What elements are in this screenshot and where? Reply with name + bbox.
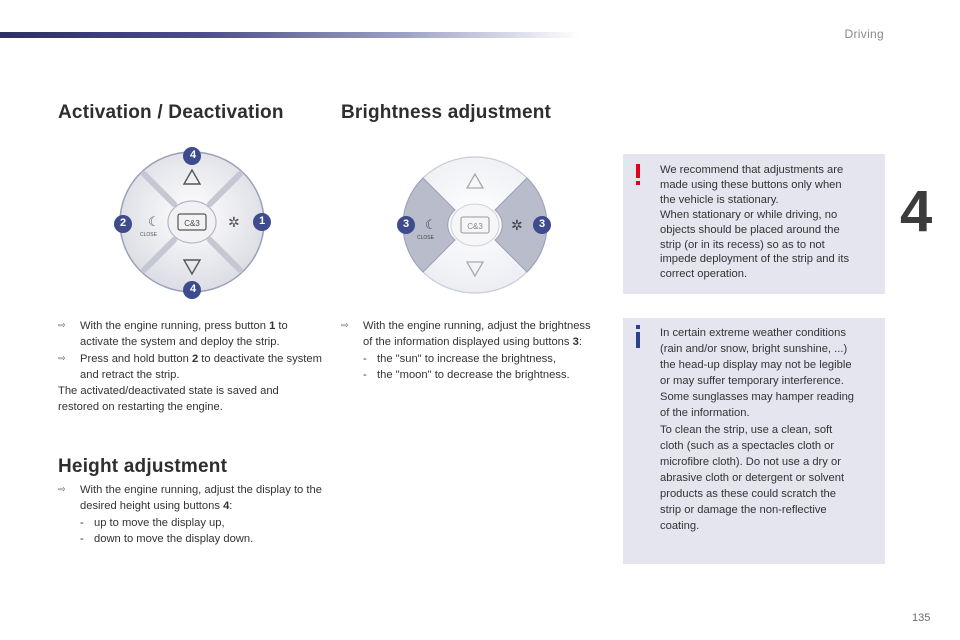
chapter-header-bar — [0, 32, 580, 38]
svg-text:✲: ✲ — [228, 215, 240, 231]
chapter-number: 4 — [900, 179, 933, 244]
chapter-name: Driving — [844, 27, 884, 41]
height-item-down: -down to move the display down. — [80, 532, 254, 545]
svg-text:☾: ☾ — [148, 215, 160, 230]
warning-icon — [636, 164, 640, 185]
height-item-up: -up to move the display up, — [80, 516, 225, 529]
svg-text:C&3: C&3 — [467, 222, 483, 231]
brightness-badge-left: 3 — [402, 218, 410, 230]
info-note-box — [623, 318, 885, 564]
warning-note-box — [623, 154, 885, 294]
svg-text:✲: ✲ — [511, 218, 523, 234]
activation-title: Activation / Deactivation — [58, 102, 284, 123]
activation-control-pad: C&3 ☾ CLOSE ✲ — [110, 142, 280, 302]
height-title: Height adjustment — [58, 456, 228, 477]
height-step: ⇨ With the engine running, adjust the di… — [58, 484, 322, 513]
svg-text:CLOSE: CLOSE — [140, 232, 158, 238]
activation-badge-bottom: 4 — [189, 283, 197, 295]
info-icon — [636, 325, 640, 348]
page-number: 135 — [912, 612, 931, 624]
height-instructions: ⇨ With the engine running, adjust the di… — [58, 482, 322, 547]
svg-text:☾: ☾ — [425, 218, 437, 233]
brightness-instructions: ⇨ With the engine running, adjust the br… — [341, 318, 601, 383]
svg-text:CLOSE: CLOSE — [417, 235, 435, 241]
activation-state-note: The activated/deactivated state is saved… — [58, 385, 279, 414]
brightness-item-sun: -the "sun" to increase the brightness, — [363, 352, 556, 365]
brightness-item-moon: -the "moon" to decrease the brightness. — [363, 368, 570, 381]
activation-step-2: ⇨ Press and hold button 2 to deactivate … — [58, 352, 322, 381]
brightness-control-pad: C&3 ☾ CLOSE ✲ — [393, 150, 553, 300]
activation-badge-left: 2 — [119, 217, 127, 229]
brightness-badge-right: 3 — [538, 218, 546, 230]
activation-step-1: ⇨ With the engine running, press button … — [58, 320, 288, 349]
brightness-title: Brightness adjustment — [341, 102, 552, 123]
activation-instructions: ⇨ With the engine running, press button … — [58, 318, 322, 416]
brightness-step: ⇨ With the engine running, adjust the br… — [341, 320, 591, 349]
activation-badge-right: 1 — [258, 215, 266, 227]
svg-text:C&3: C&3 — [184, 219, 200, 228]
info-note-text: In certain extreme weather conditions (r… — [660, 327, 855, 533]
warning-note-text: We recommend that adjustments are made u… — [660, 164, 850, 281]
activation-badge-top: 4 — [189, 149, 197, 161]
